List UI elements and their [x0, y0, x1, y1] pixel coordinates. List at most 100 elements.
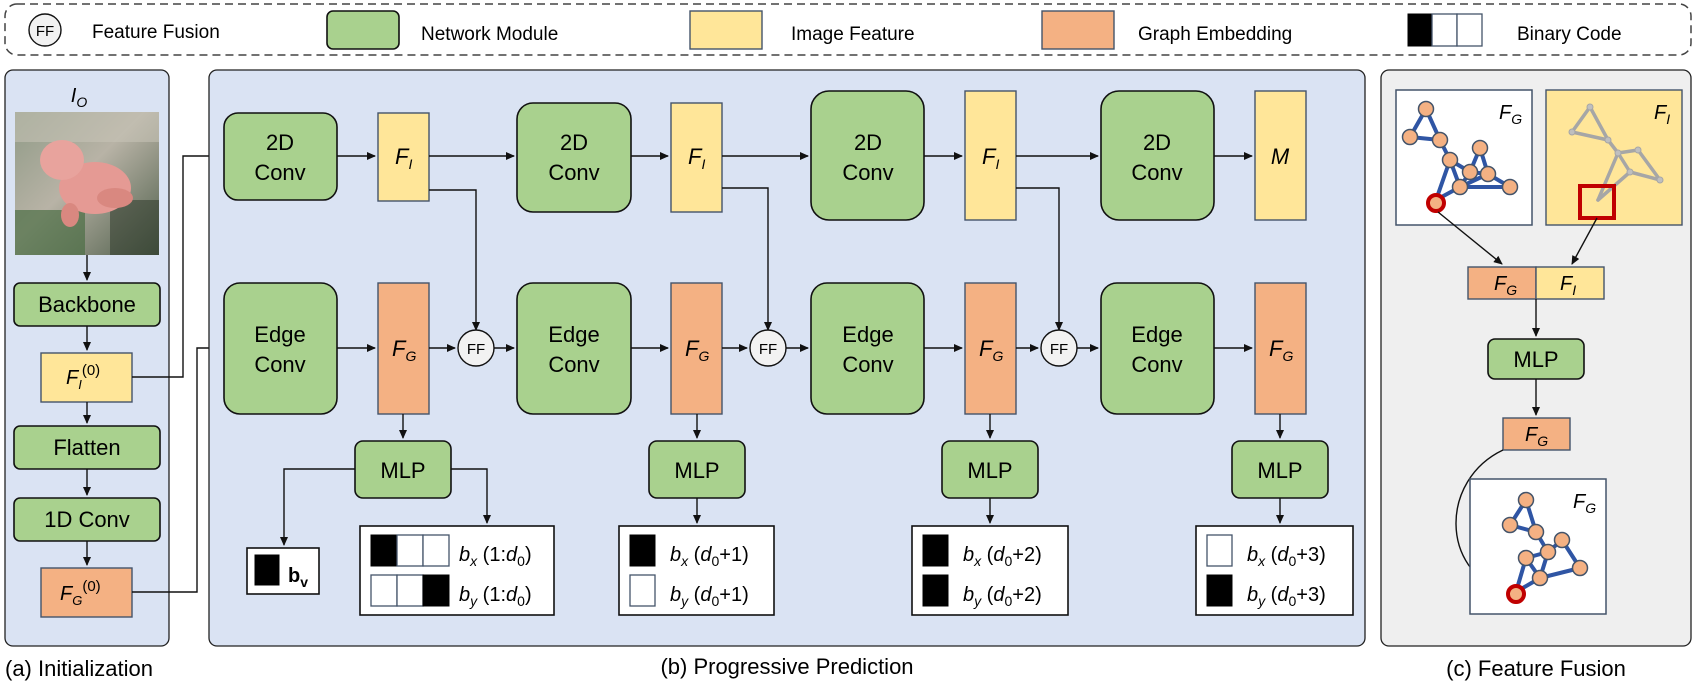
graph-embedding-2	[670, 282, 723, 415]
fused-fg-label: FG	[1525, 424, 1548, 449]
ff-2-label: FF	[759, 341, 777, 358]
code-box-1: bx (1:d0) by (1:d0)	[359, 525, 555, 616]
visibility-bit-box: bv	[246, 547, 320, 595]
conv2d-1-line1: 2D	[266, 130, 294, 155]
mlp-3-label: MLP	[967, 458, 1012, 483]
initial-image-feature	[40, 352, 133, 403]
graph-box-top-label: FG	[1499, 102, 1522, 127]
edgeconv-module-1	[223, 282, 338, 415]
concat-image-part	[1535, 266, 1605, 300]
code-box-1-bx: bx (1:d0)	[459, 544, 532, 569]
graph-embedding-3	[964, 282, 1017, 415]
code-box-2-by: by (d0+1)	[670, 584, 749, 609]
legend-ff-icon	[28, 13, 62, 47]
fusion-mlp-label: MLP	[1513, 347, 1558, 372]
graph-embedding-1	[377, 282, 430, 415]
code-box-4-bx: bx (d0+3)	[1247, 544, 1326, 569]
edgeconv-2-line1: Edge	[548, 322, 599, 347]
legend-binary-code-icon	[1407, 13, 1483, 47]
legend-feature-fusion: Feature Fusion	[92, 22, 220, 43]
code-box-3: bx (d0+2) by (d0+2)	[911, 525, 1069, 616]
conv2d-1-line2: Conv	[254, 160, 305, 185]
edgeconv-3-line2: Conv	[842, 352, 893, 377]
conv1d-label: 1D Conv	[44, 507, 130, 532]
input-image-label: IO	[71, 85, 88, 110]
legend: FF Feature Fusion Network Module Image F…	[4, 3, 1692, 56]
graph-embedding-2-label: FG	[685, 336, 709, 364]
initial-graph-embedding-label: FG(0)	[60, 578, 101, 608]
edgeconv-4-line1: Edge	[1131, 322, 1182, 347]
concat-fg-label: FG	[1494, 273, 1517, 298]
image-feature-3	[964, 90, 1017, 221]
mlp-2-label: MLP	[674, 458, 719, 483]
panel-c-caption: (c) Feature Fusion	[1446, 656, 1626, 681]
edgeconv-1-line1: Edge	[254, 322, 305, 347]
graph-box-bottom	[1469, 478, 1607, 615]
mlp-1-label: MLP	[380, 458, 425, 483]
arrow-fi0-to-conv	[132, 152, 224, 378]
keypoint-graph-bottom	[1501, 491, 1589, 604]
graph-box-bottom-label: FG	[1573, 491, 1596, 516]
code-box-2-bx: bx (d0+1)	[670, 544, 749, 569]
edgeconv-module-2	[516, 282, 632, 415]
graph-embedding-4-label: FG	[1269, 336, 1293, 364]
image-feature-1-label: FI	[395, 144, 412, 172]
ff-3-label: FF	[1050, 341, 1068, 358]
mlp-4-label: MLP	[1257, 458, 1302, 483]
image-feature-2-label: FI	[688, 144, 705, 172]
fused-graph-embedding	[1502, 417, 1571, 451]
code-box-2: bx (d0+1) by (d0+1)	[618, 525, 775, 616]
conv2d-4-line2: Conv	[1131, 160, 1182, 185]
panel-b-background	[208, 69, 1366, 647]
image-box-top-label: FI	[1654, 102, 1670, 127]
conv2d-module-3	[810, 90, 925, 221]
legend-image-feature: Image Feature	[791, 24, 915, 45]
ff-1-label: FF	[467, 341, 485, 358]
panel-initialization: IO Backbone FI(0) Flatten 1D Conv FG(0) …	[4, 69, 170, 681]
panel-a-caption: (a) Initialization	[5, 656, 153, 681]
input-image	[15, 112, 159, 255]
mask-label: M	[1271, 144, 1290, 169]
projected-graph	[1568, 103, 1664, 220]
visibility-label: bv	[288, 565, 308, 590]
edgeconv-1-line2: Conv	[254, 352, 305, 377]
conv2d-3-line2: Conv	[842, 160, 893, 185]
image-feature-3-label: FI	[982, 144, 999, 172]
selected-node-bottom	[1506, 584, 1526, 604]
panel-progressive-prediction: 2D Conv FI 2D Conv FI 2D Conv FI 2D Conv…	[208, 69, 1366, 679]
panel-b-caption: (b) Progressive Prediction	[660, 654, 913, 679]
image-feature-1	[377, 112, 430, 202]
initial-graph-embedding	[40, 567, 133, 618]
legend-border	[4, 3, 1692, 56]
visibility-bit	[254, 554, 280, 586]
conv2d-2-line2: Conv	[548, 160, 599, 185]
graph-embedding-3-label: FG	[979, 336, 1003, 364]
code-box-4-by: by (d0+3)	[1247, 584, 1326, 609]
conv2d-4-line1: 2D	[1143, 130, 1171, 155]
panel-feature-fusion: FG FI FG	[1380, 69, 1692, 681]
edgeconv-2-line2: Conv	[548, 352, 599, 377]
graph-embedding-1-label: FG	[392, 336, 416, 364]
mask-output	[1254, 90, 1307, 221]
legend-network-module: Network Module	[421, 24, 558, 45]
selected-node-top	[1426, 193, 1446, 213]
code-box-1-by: by (1:d0)	[459, 584, 532, 609]
code-box-3-by: by (d0+2)	[963, 584, 1042, 609]
code-box-3-bx: bx (d0+2)	[963, 544, 1042, 569]
edgeconv-module-4	[1100, 282, 1215, 415]
legend-image-swatch	[689, 10, 763, 50]
keypoint-graph-top	[1401, 100, 1519, 213]
conv2d-module-4	[1100, 90, 1215, 221]
graph-embedding-4	[1254, 282, 1307, 415]
legend-binary-code: Binary Code	[1517, 24, 1622, 45]
concat-fi-label: FI	[1560, 273, 1576, 298]
conv2d-3-line1: 2D	[854, 130, 882, 155]
legend-graph-embedding: Graph Embedding	[1138, 24, 1292, 45]
legend-module-swatch	[326, 10, 400, 50]
conv2d-module-1	[223, 112, 338, 201]
code-box-4: bx (d0+3) by (d0+3)	[1195, 525, 1354, 616]
edgeconv-4-line2: Conv	[1131, 352, 1182, 377]
edgeconv-module-3	[810, 282, 925, 415]
flatten-label: Flatten	[53, 435, 120, 460]
concat-graph-part	[1467, 266, 1537, 300]
